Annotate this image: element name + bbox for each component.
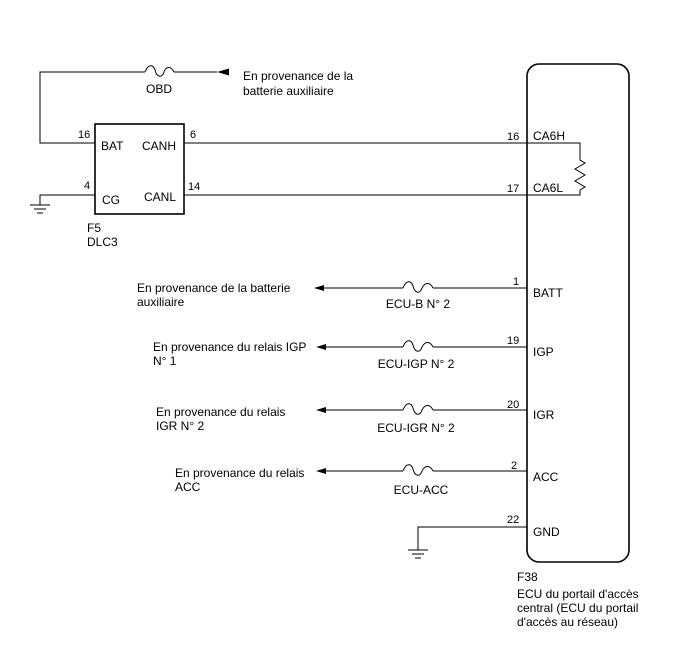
igp-source-line2: N° 1 <box>153 354 177 368</box>
ecu-ground <box>408 526 527 559</box>
dlc3-pin-label-bat: BAT <box>101 139 124 153</box>
supply-line-acc: En provenance du relais ACC ECU-ACC <box>175 464 527 497</box>
arrow-left-icon <box>314 285 324 291</box>
dlc3-ground <box>30 194 95 214</box>
dlc3-pin-label-canh: CANH <box>142 139 176 153</box>
ecu-pin-label-batt: BATT <box>533 286 563 300</box>
ecu-name-line3: d'accès au réseau) <box>517 615 618 629</box>
igr-source-line1: En provenance du relais <box>156 405 285 419</box>
dlc3-pin-number-6: 6 <box>190 129 196 141</box>
obd-fuse-icon <box>144 65 175 77</box>
ecu-name-line1: ECU du portail d'accès <box>517 587 639 601</box>
dlc3-pin-number-14: 14 <box>188 181 200 193</box>
ecu-box <box>526 63 630 563</box>
ecu-name-line2: central (ECU du portail <box>517 601 638 615</box>
batt-source-line1: En provenance de la batterie <box>137 281 291 295</box>
fuse-icon <box>402 464 434 476</box>
arrow-left-icon <box>217 68 229 76</box>
obd-supply-circuit: OBD En provenance de la batterie auxilia… <box>39 65 353 144</box>
ecu-connector: CA6H CA6L BATT IGP IGR ACC GND 16 17 1 1… <box>507 63 639 629</box>
igp-fuse-label: ECU-IGP N° 2 <box>378 357 455 371</box>
ecu-pin-label-gnd: GND <box>533 525 560 539</box>
resistor-icon <box>527 142 586 196</box>
acc-source-line1: En provenance du relais <box>175 466 304 480</box>
batt-fuse-label: ECU-B N° 2 <box>386 297 450 311</box>
supply-line-batt: En provenance de la batterie auxiliaire … <box>137 281 527 311</box>
fuse-icon <box>402 340 434 352</box>
supply-line-igp: En provenance du relais IGP N° 1 ECU-IGP… <box>153 340 527 371</box>
ecu-pin-number-2: 2 <box>511 460 517 472</box>
ecu-pin-label-igr: IGR <box>533 408 555 422</box>
arrow-left-icon <box>316 407 326 413</box>
fuse-icon <box>402 403 434 415</box>
ecu-pin-label-ca6h: CA6H <box>533 129 565 143</box>
dlc3-connector-name: DLC3 <box>87 235 118 249</box>
ecu-pin-number-1: 1 <box>513 276 519 288</box>
ecu-pin-number-22: 22 <box>507 514 519 526</box>
ecu-connector-code: F38 <box>517 570 538 584</box>
dlc3-pin-number-4: 4 <box>84 180 90 192</box>
igp-source-line1: En provenance du relais IGP <box>153 340 306 354</box>
ecu-pin-number-20: 20 <box>507 399 519 411</box>
can-bus-lines <box>184 142 527 196</box>
igr-fuse-label: ECU-IGR N° 2 <box>377 421 455 435</box>
acc-fuse-label: ECU-ACC <box>394 483 449 497</box>
termination-resistor <box>527 142 586 196</box>
arrow-left-icon <box>316 468 326 474</box>
batt-source-line2: auxiliaire <box>137 295 185 309</box>
dlc3-pin-number-16: 16 <box>78 129 90 141</box>
fuse-icon <box>402 281 434 293</box>
arrow-left-icon <box>316 344 326 350</box>
ecu-pin-number-16: 16 <box>507 131 519 143</box>
dlc3-pin-label-canl: CANL <box>144 190 176 204</box>
obd-fuse-label: OBD <box>146 82 172 96</box>
ecu-pin-number-17: 17 <box>507 183 519 195</box>
ground-icon <box>408 549 428 559</box>
dlc3-box <box>94 123 185 215</box>
acc-source-line2: ACC <box>175 480 201 494</box>
ecu-pin-label-acc: ACC <box>533 470 559 484</box>
ecu-pin-label-ca6l: CA6L <box>533 181 563 195</box>
ground-icon <box>30 204 50 214</box>
igr-source-line2: IGR N° 2 <box>156 419 204 433</box>
obd-source-line1: En provenance de la <box>243 69 353 83</box>
obd-source-line2: batterie auxiliaire <box>243 84 334 98</box>
ecu-pin-number-19: 19 <box>507 335 519 347</box>
dlc3-pin-label-cg: CG <box>102 193 120 207</box>
ecu-pin-label-igp: IGP <box>533 345 554 359</box>
dlc3-connector-code: F5 <box>87 221 101 235</box>
dlc3-connector: BAT CANH CG CANL 16 6 4 14 F5 DLC3 <box>78 123 200 249</box>
supply-line-igr: En provenance du relais IGR N° 2 ECU-IGR… <box>156 403 527 435</box>
